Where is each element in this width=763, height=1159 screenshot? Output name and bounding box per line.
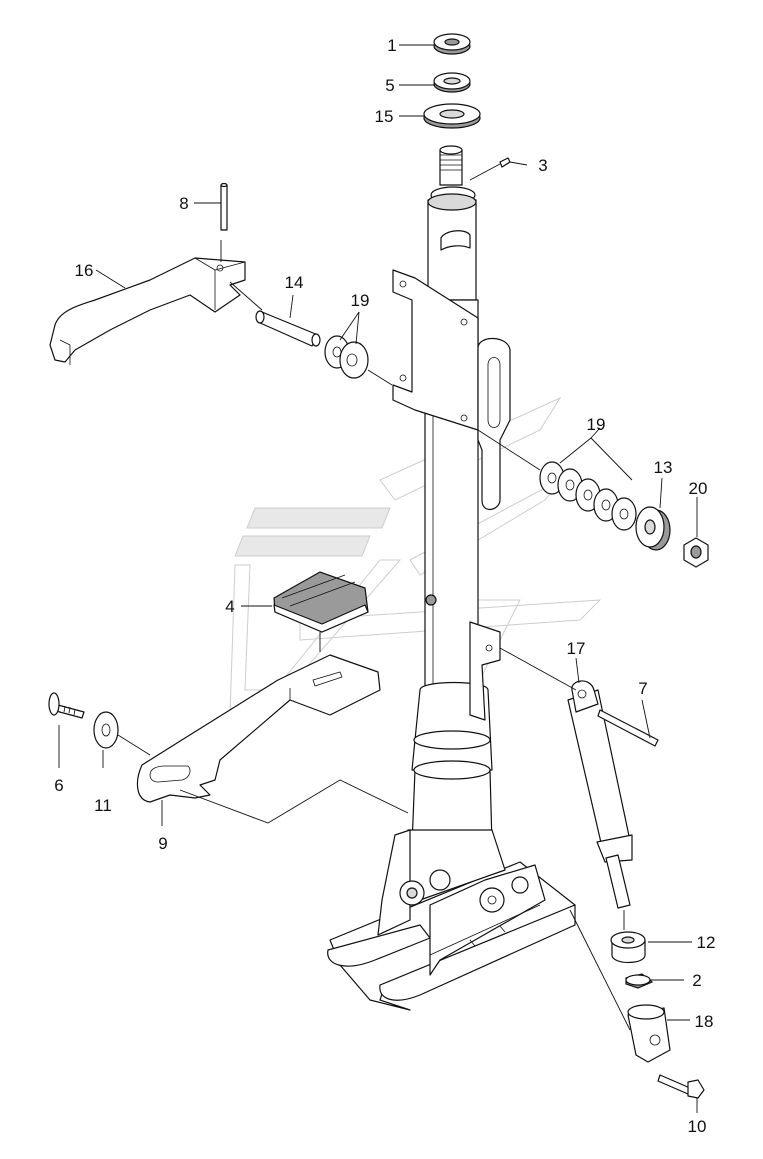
part-20-nut (683, 537, 709, 568)
callout-18: 18 (695, 1012, 714, 1031)
callout-10: 10 (688, 1117, 707, 1136)
part-12-bushing (610, 931, 646, 964)
part-11-washer (93, 711, 119, 749)
callout-8: 8 (179, 194, 188, 213)
part-14-pin (255, 310, 321, 347)
callout-6: 6 (54, 776, 63, 795)
part-10-bolt (657, 1074, 705, 1099)
part-6-bolt (48, 692, 85, 719)
base-frame (327, 829, 576, 1011)
callout-19-lower: 19 (587, 415, 606, 434)
part-15-washer (423, 103, 481, 129)
leader-lines (58, 44, 698, 1113)
callout-3: 3 (538, 156, 547, 175)
callout-7: 7 (638, 679, 647, 698)
callout-14: 14 (285, 273, 304, 292)
part-4-pedal-pad (273, 571, 369, 633)
callout-17: 17 (567, 639, 586, 658)
callout-5: 5 (385, 76, 394, 95)
callout-15: 15 (375, 107, 394, 126)
column-bracket (392, 269, 511, 510)
part-18-clevis (627, 1004, 671, 1063)
part-3-key (499, 157, 511, 168)
steering-column (411, 145, 493, 846)
part-19-washers-upper (324, 335, 369, 379)
callout-4: 4 (225, 597, 234, 616)
part-2-nut (625, 973, 654, 989)
part-5-washer (433, 72, 471, 93)
part-13-bushing (635, 506, 671, 551)
part-9-pedal-arm (136, 654, 381, 803)
part-1-nut (433, 33, 471, 55)
callout-1: 1 (387, 36, 396, 55)
part-17-gas-spring (567, 680, 633, 909)
part-19-washers-lower (539, 461, 637, 531)
part-7-pin (597, 709, 659, 747)
part-8-pin (220, 182, 228, 231)
callout-19-upper: 19 (351, 291, 370, 310)
callout-16: 16 (75, 261, 94, 280)
callout-11: 11 (94, 796, 112, 815)
callout-13: 13 (654, 458, 673, 477)
watermark-logo (229, 396, 602, 716)
part-16-lever (49, 257, 246, 365)
callout-labels: 1 5 15 3 8 16 14 19 19 13 20 4 17 7 6 11… (54, 36, 715, 1136)
callout-12: 12 (697, 933, 716, 952)
callout-2: 2 (692, 971, 701, 990)
callout-20: 20 (689, 479, 708, 498)
callout-9: 9 (158, 834, 167, 853)
lower-bracket (469, 621, 501, 721)
